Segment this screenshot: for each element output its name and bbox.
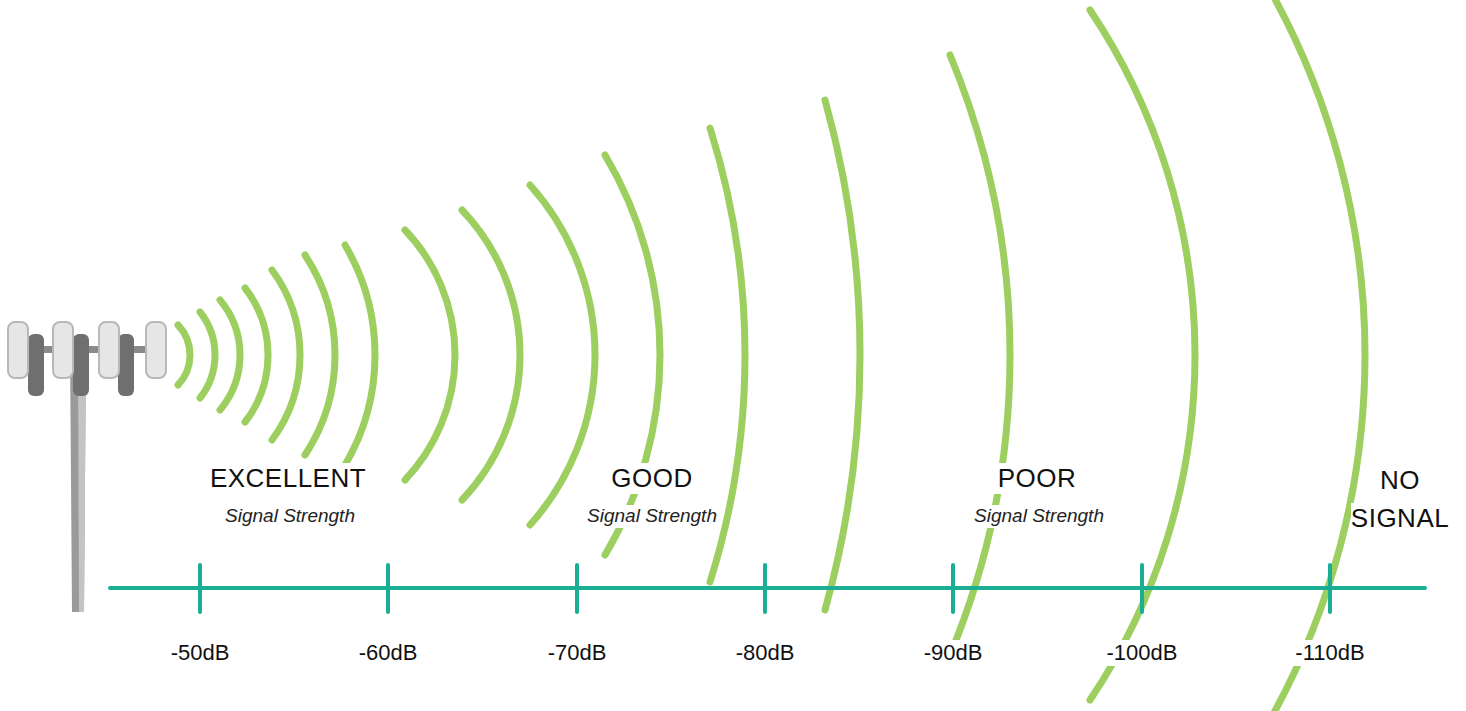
signal-wave (245, 288, 268, 422)
signal-wave (530, 185, 595, 525)
db-value: -90dB (920, 640, 987, 666)
db-value: -80dB (732, 640, 799, 666)
signal-waves (178, 0, 1365, 711)
db-value: -60dB (355, 640, 422, 666)
strength-level: POOR (994, 463, 1081, 494)
signal-wave (1090, 10, 1195, 700)
signal-wave (220, 300, 240, 410)
signal-wave (200, 312, 215, 398)
signal-wave (950, 55, 1010, 655)
level-caption: Signal Strength (970, 505, 1108, 528)
level-caption: Signal Strength (221, 505, 359, 528)
db-value: -110dB (1291, 640, 1368, 666)
signal-wave (272, 270, 300, 440)
signal-wave (405, 230, 455, 480)
signal-wave (825, 100, 860, 610)
level-caption: Signal Strength (583, 505, 721, 528)
signal-wave (462, 210, 520, 500)
cell-tower (8, 322, 166, 612)
signal-wave (1270, 0, 1365, 711)
db-value: -50dB (167, 640, 234, 666)
signal-wave (305, 255, 335, 455)
signal-wave (605, 155, 660, 555)
db-value: -70dB (544, 640, 611, 666)
signal-wave (345, 245, 375, 465)
db-value: -100dB (1103, 640, 1182, 666)
signal-wave (178, 325, 190, 385)
strength-level: GOOD (607, 463, 696, 494)
strength-level: NO SIGNAL (1344, 461, 1456, 537)
signal-axis (110, 565, 1425, 612)
strength-level: EXCELLENT (206, 463, 370, 494)
